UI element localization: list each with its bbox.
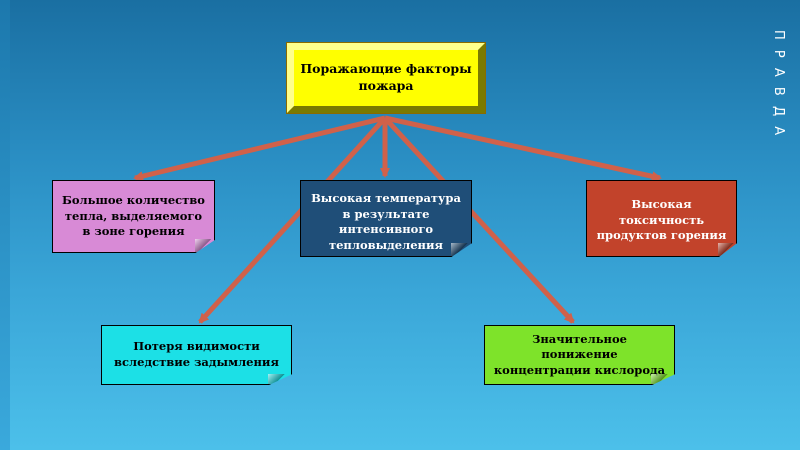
node-oxygen: Значительное понижение концентрации кисл… (484, 325, 675, 385)
node-toxicity: Высокая токсичность продуктов горения (586, 180, 737, 257)
arrow-to-oxygen (383, 116, 575, 324)
arrow-to-visibility (198, 116, 387, 324)
left-decor-bar (0, 0, 10, 450)
node-visibility-label: Потеря видимости вследствие задымления (114, 339, 279, 369)
node-temperature-label: Высокая температура в результате интенси… (311, 191, 461, 252)
node-heat: Большое количество тепла, выделяемого в … (52, 180, 215, 253)
node-oxygen-label: Значительное понижение концентрации кисл… (493, 331, 666, 377)
arrow-to-toxicity (384, 115, 662, 182)
node-heat-label: Большое количество тепла, выделяемого в … (62, 193, 205, 239)
root-node: Поражающие факторы пожара (286, 42, 486, 114)
arrow-to-heat (133, 115, 386, 181)
node-visibility: Потеря видимости вследствие задымления (101, 325, 292, 385)
node-temperature: Высокая температура в результате интенси… (300, 180, 472, 257)
root-node-label: Поражающие факторы пожара (300, 61, 472, 93)
node-toxicity-label: Высокая токсичность продуктов горения (596, 197, 727, 243)
slide-side-title: П Р А В Д А (771, 30, 786, 139)
